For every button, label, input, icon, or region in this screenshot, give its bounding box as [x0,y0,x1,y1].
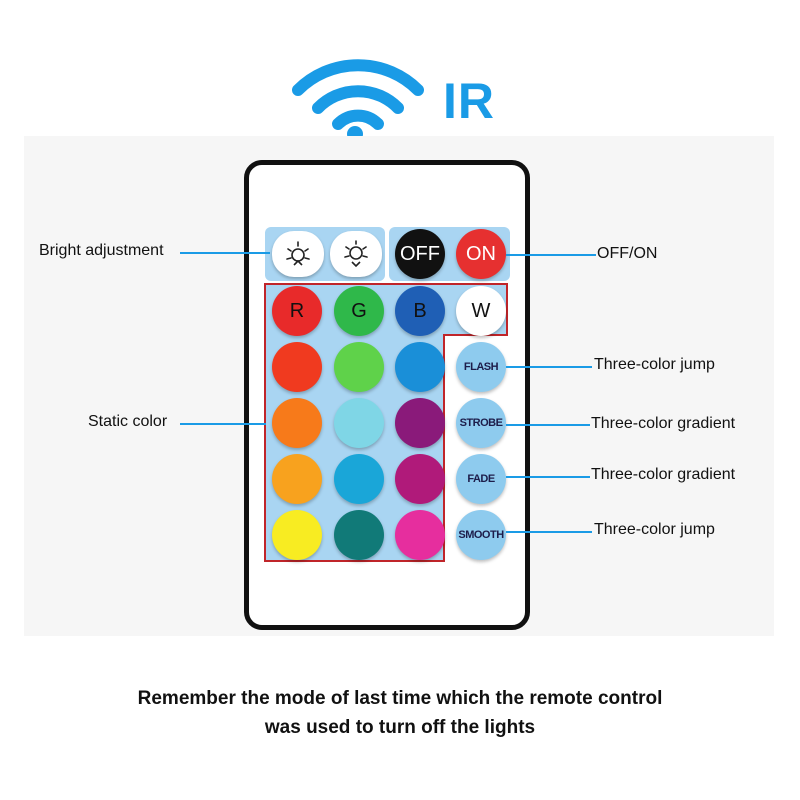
color-button-light-cyan[interactable] [334,398,384,448]
on-button-label: ON [466,242,496,265]
white-button-label: W [471,299,491,322]
strobe-button-label: STROBE [459,417,503,429]
footer-line-1: Remember the mode of last time which the… [137,688,663,709]
red-button-label: R [289,299,305,322]
brightness-up-button[interactable] [272,231,324,277]
color-button-light-green[interactable] [334,342,384,392]
white-button[interactable]: W [456,286,506,336]
color-button-orange[interactable] [272,398,322,448]
color-button-pink[interactable] [395,510,445,560]
callout-line-fade [506,476,590,478]
fade-button[interactable]: FADE [456,454,506,504]
callout-line-power [506,254,596,256]
color-button-teal[interactable] [334,510,384,560]
callout-off-on: OFF/ON [597,245,658,262]
color-button-sky-blue[interactable] [395,342,445,392]
color-button-purple[interactable] [395,398,445,448]
callout-bright-adjustment: Bright adjustment [39,242,164,259]
smooth-button[interactable]: SMOOTH [456,510,506,560]
callout-static-color: Static color [88,413,168,430]
static-color-group [264,283,509,563]
callout-line-flash [506,366,592,368]
callout-line-strobe [506,424,590,426]
green-button-label: G [351,299,367,322]
fade-button-label: FADE [467,473,495,485]
blue-button-label: B [413,299,427,322]
brightness-up-icon [286,241,310,266]
color-button-cyan[interactable] [334,454,384,504]
color-button-red-orange[interactable] [272,342,322,392]
red-button[interactable]: R [272,286,322,336]
brightness-down-icon [344,240,368,268]
header: IR [0,40,800,142]
blue-button[interactable]: B [395,286,445,336]
on-button[interactable]: ON [456,229,506,279]
brightness-down-button[interactable] [330,231,382,277]
callout-line-bright [180,252,270,254]
color-button-amber[interactable] [272,454,322,504]
callout-fade: Three-color gradient [591,466,736,483]
callout-line-static [180,423,266,425]
callout-strobe: Three-color gradient [591,415,736,432]
color-button-magenta[interactable] [395,454,445,504]
green-button[interactable]: G [334,286,384,336]
smooth-button-label: SMOOTH [458,529,504,541]
callout-flash: Three-color jump [594,356,715,373]
color-button-yellow[interactable] [272,510,322,560]
flash-button[interactable]: FLASH [456,342,506,392]
flash-button-label: FLASH [463,361,499,373]
callout-line-smooth [506,531,592,533]
wifi-icon [292,59,424,142]
strobe-button[interactable]: STROBE [456,398,506,448]
callout-smooth: Three-color jump [594,521,715,538]
off-button[interactable]: OFF [395,229,445,279]
off-button-label: OFF [400,242,440,265]
page-title: IR [443,73,495,129]
footer-line-2: was used to turn off the lights [264,717,536,738]
